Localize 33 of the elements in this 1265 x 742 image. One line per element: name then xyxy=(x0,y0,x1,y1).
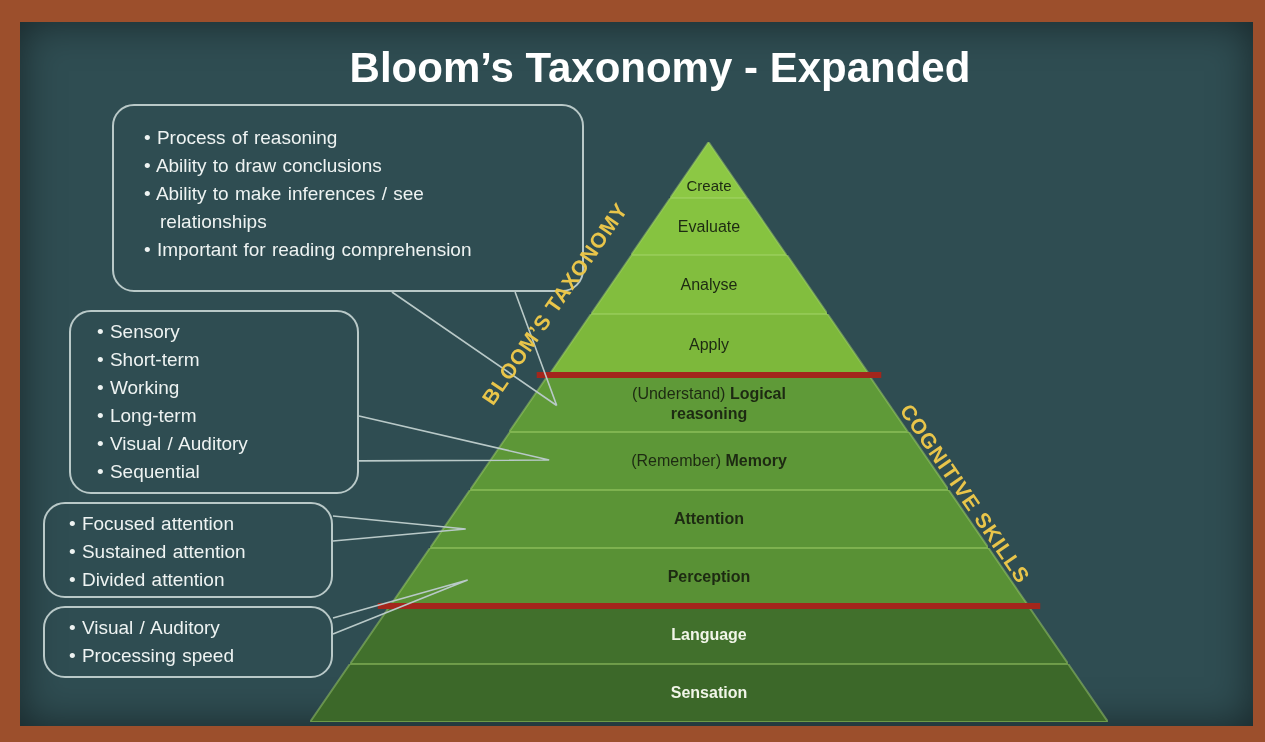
bullet-text: • Sustained attention xyxy=(68,540,247,564)
bullet-text: • Ability to make inferences / see relationships xyxy=(143,182,425,234)
callout-box xyxy=(69,310,359,494)
callout-box xyxy=(43,502,333,598)
level-label: Language xyxy=(671,625,747,645)
callout-pointer xyxy=(391,291,558,407)
callout-pointer xyxy=(332,515,467,542)
level-label: (Understand) Logical reasoning xyxy=(631,383,787,424)
level-label: Attention xyxy=(673,509,745,529)
level-label: Create xyxy=(686,176,732,196)
bullet-text: • Long-term xyxy=(96,404,198,428)
bullet-text: • Process of reasoning xyxy=(143,126,339,150)
bullet-text: • Visual / Auditory xyxy=(96,432,249,456)
bullet-text: • Divided attention xyxy=(68,568,226,592)
level-label: Analyse xyxy=(680,274,738,295)
level-label: Sensation xyxy=(670,683,748,703)
level-label: Evaluate xyxy=(677,216,741,237)
callout-pointer xyxy=(358,415,550,462)
level-label: Perception xyxy=(667,567,751,587)
level-label: (Remember) Memory xyxy=(631,451,787,471)
bullet-text: • Processing speed xyxy=(68,644,235,668)
callout-box xyxy=(43,606,333,678)
callout-pointer xyxy=(332,579,469,635)
bullet-text: • Focused attention xyxy=(68,512,235,536)
bullet-text: • Sensory xyxy=(96,320,181,344)
title: Bloom’s Taxonomy - Expanded xyxy=(348,43,972,93)
bullet-text: • Important for reading comprehension xyxy=(143,238,473,262)
bullet-text: • Working xyxy=(96,376,181,400)
bullet-text: • Ability to draw conclusions xyxy=(143,154,383,178)
level-label: Apply xyxy=(688,334,729,355)
bullet-text: • Short-term xyxy=(96,348,201,372)
bullet-text: • Visual / Auditory xyxy=(68,616,221,640)
bullet-text: • Sequential xyxy=(96,460,201,484)
